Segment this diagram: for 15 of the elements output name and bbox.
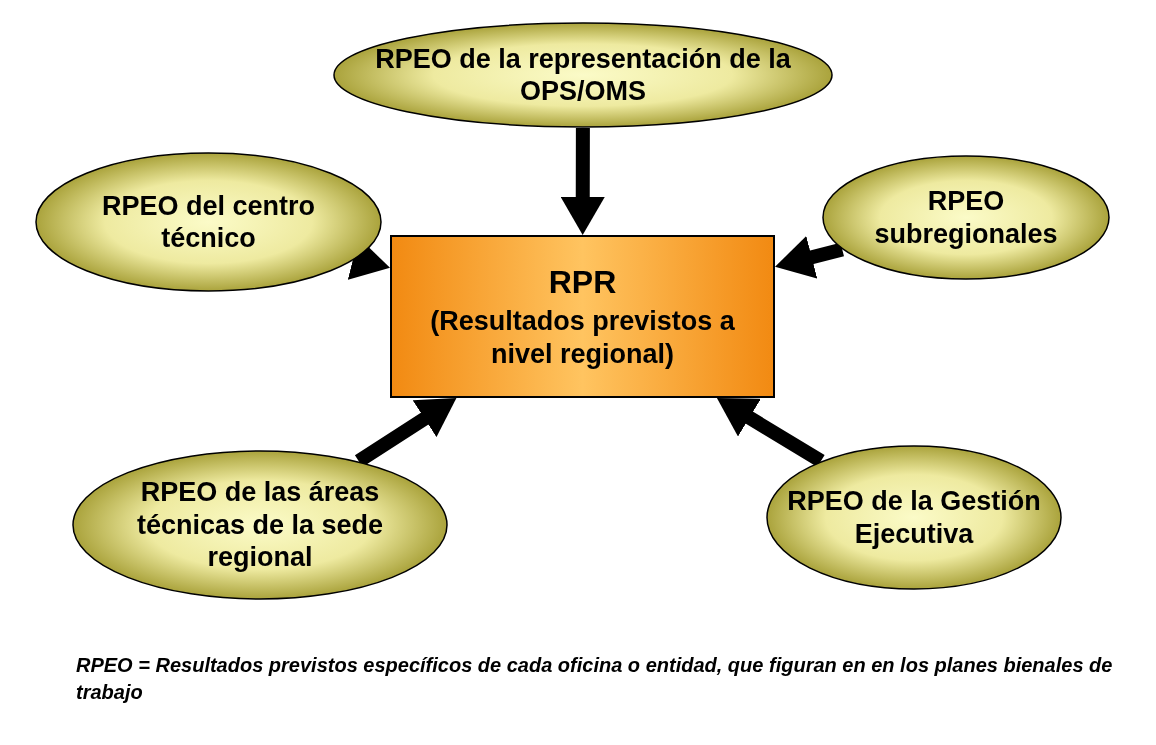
node-label: (Resultados previstos a nivel regional) — [429, 305, 736, 371]
caption: RPEO = Resultados previstos específicos de cada oficina o entidad, que figuran en en los planes bienales de trabajo — [76, 653, 1114, 705]
ellipse-node — [35, 152, 382, 292]
ellipse-node — [333, 22, 833, 128]
ellipse-node — [822, 155, 1110, 280]
node-label: RPEO subregionales — [873, 185, 1059, 250]
node-label: RPEO de la representación de la OPS/OMS — [374, 42, 792, 108]
process-box — [390, 235, 775, 398]
box-heading: RPR — [548, 262, 617, 302]
ellipse-node — [72, 450, 448, 600]
node-label: RPEO de las áreas técnicas de la sede regional — [135, 476, 385, 574]
node-label: RPEO del centro técnico — [100, 189, 316, 255]
block-arrow — [560, 127, 605, 235]
ellipse-node — [766, 445, 1062, 590]
node-label: RPEO de la Gestión Ejecutiva — [786, 485, 1042, 550]
